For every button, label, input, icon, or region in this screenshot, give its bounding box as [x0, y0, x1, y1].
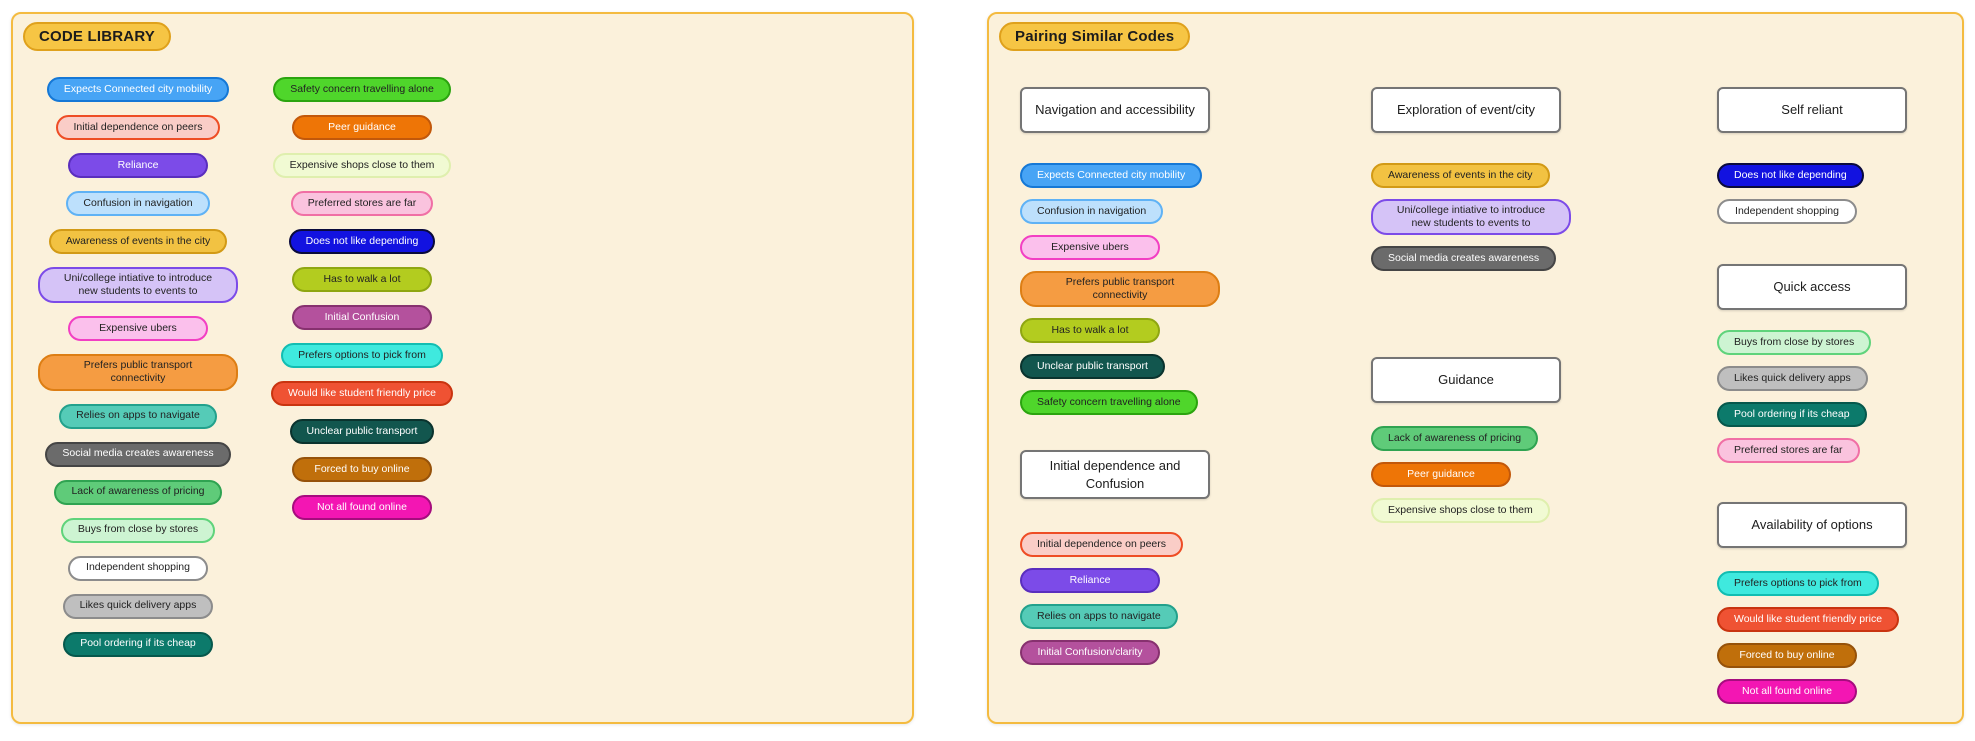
code-pill-expects-connected[interactable]: Expects Connected city mobility [1020, 163, 1203, 188]
code-pill-prefers-options[interactable]: Prefers options to pick from [281, 343, 443, 368]
code-pill-independent-shopping[interactable]: Independent shopping [68, 555, 208, 581]
pairing-similar-codes-title[interactable]: Pairing Similar Codes [999, 22, 1191, 51]
category-box-guidance[interactable]: Guidance [1371, 357, 1561, 403]
code-pill-unclear-public-transport[interactable]: Unclear public transport [289, 419, 435, 444]
code-pill-uni-college[interactable]: Uni/college intiative to introduce new s… [38, 267, 238, 304]
category-box-quick-access[interactable]: Quick access [1717, 264, 1907, 310]
code-pill-expensive-shops-close[interactable]: Expensive shops close to them [1371, 498, 1550, 523]
code-pill-lack-awareness-pricing[interactable]: Lack of awareness of pricing [1371, 426, 1539, 451]
code-pill-safety-concern[interactable]: Safety concern travelling alone [273, 77, 451, 102]
code-pill-does-not-like-depending[interactable]: Does not like depending [288, 229, 436, 254]
code-pill-expensive-shops-close[interactable]: Expensive shops close to them [272, 153, 452, 178]
code-pill-student-friendly-price[interactable]: Would like student friendly price [270, 381, 454, 406]
code-pill-buys-close-stores[interactable]: Buys from close by stores [60, 517, 216, 543]
code-pill-independent-shopping[interactable]: Independent shopping [1717, 199, 1857, 224]
code-pill-expects-connected[interactable]: Expects Connected city mobility [46, 77, 230, 102]
code-pill-social-media[interactable]: Social media creates awareness [1371, 246, 1557, 272]
code-pill-lack-awareness-pricing[interactable]: Lack of awareness of pricing [54, 479, 222, 505]
code-pill-reliance[interactable]: Reliance [68, 153, 208, 178]
code-pill-does-not-like-depending[interactable]: Does not like depending [1717, 163, 1864, 188]
code-pill-unclear-public-transport[interactable]: Unclear public transport [1020, 354, 1165, 380]
category-box-availability-of-options[interactable]: Availability of options [1717, 502, 1907, 548]
code-pill-pool-ordering[interactable]: Pool ordering if its cheap [63, 631, 213, 657]
category-box-initial-dependence-and-confusion[interactable]: Initial dependence and Confusion [1020, 450, 1210, 500]
code-pill-likes-quick-delivery[interactable]: Likes quick delivery apps [62, 593, 214, 619]
code-pill-has-to-walk[interactable]: Has to walk a lot [1020, 318, 1160, 344]
code-pill-reliance[interactable]: Reliance [1020, 568, 1160, 594]
code-pill-student-friendly-price[interactable]: Would like student friendly price [1717, 607, 1900, 632]
code-pill-initial-dependence[interactable]: Initial dependence on peers [56, 115, 220, 140]
code-pill-relies-on-apps[interactable]: Relies on apps to navigate [1020, 604, 1178, 630]
code-pill-prefers-public-transport[interactable]: Prefers public transport connectivity [38, 354, 238, 391]
code-pill-pool-ordering[interactable]: Pool ordering if its cheap [1717, 402, 1867, 427]
code-pill-confusion-navigation[interactable]: Confusion in navigation [1020, 199, 1164, 224]
code-pill-forced-buy-online[interactable]: Forced to buy online [292, 457, 432, 482]
code-pill-initial-dependence[interactable]: Initial dependence on peers [1020, 532, 1184, 558]
code-pill-preferred-stores-far[interactable]: Preferred stores are far [290, 191, 434, 216]
code-pill-buys-close-stores[interactable]: Buys from close by stores [1717, 330, 1872, 355]
code-pill-awareness-events[interactable]: Awareness of events in the city [48, 229, 228, 254]
code-pill-initial-confusion-clarity[interactable]: Initial Confusion/clarity [1020, 640, 1160, 666]
code-pill-relies-on-apps[interactable]: Relies on apps to navigate [59, 403, 217, 429]
code-pill-prefers-options[interactable]: Prefers options to pick from [1717, 571, 1879, 596]
pairing-similar-codes-panel: Pairing Similar Codes Navigation and acc… [987, 12, 1964, 724]
code-pill-not-all-found[interactable]: Not all found online [292, 495, 432, 520]
code-pill-awareness-events[interactable]: Awareness of events in the city [1371, 163, 1550, 188]
code-pill-safety-concern[interactable]: Safety concern travelling alone [1020, 390, 1198, 416]
code-library-panel: CODE LIBRARY Expects Connected city mobi… [11, 12, 914, 724]
code-pill-preferred-stores-far[interactable]: Preferred stores are far [1717, 438, 1860, 463]
code-pill-has-to-walk[interactable]: Has to walk a lot [292, 267, 432, 292]
code-pill-confusion-navigation[interactable]: Confusion in navigation [66, 191, 210, 216]
code-pill-expensive-ubers[interactable]: Expensive ubers [68, 316, 208, 342]
code-pill-likes-quick-delivery[interactable]: Likes quick delivery apps [1717, 366, 1868, 391]
category-box-self-reliant[interactable]: Self reliant [1717, 87, 1907, 133]
category-box-exploration-of-event-city[interactable]: Exploration of event/city [1371, 87, 1561, 133]
code-pill-not-all-found[interactable]: Not all found online [1717, 679, 1857, 704]
code-pill-social-media[interactable]: Social media creates awareness [45, 441, 231, 467]
code-pill-peer-guidance[interactable]: Peer guidance [1371, 462, 1511, 487]
code-library-title[interactable]: CODE LIBRARY [23, 22, 172, 51]
code-pill-initial-confusion[interactable]: Initial Confusion [292, 305, 432, 330]
code-pill-forced-buy-online[interactable]: Forced to buy online [1717, 643, 1857, 668]
code-pill-peer-guidance[interactable]: Peer guidance [292, 115, 432, 140]
code-pill-expensive-ubers[interactable]: Expensive ubers [1020, 235, 1160, 260]
category-box-navigation-and-accessibility[interactable]: Navigation and accessibility [1020, 87, 1210, 133]
code-pill-prefers-public-transport[interactable]: Prefers public transport connectivity [1020, 271, 1220, 308]
code-pill-uni-college[interactable]: Uni/college intiative to introduce new s… [1371, 199, 1571, 236]
